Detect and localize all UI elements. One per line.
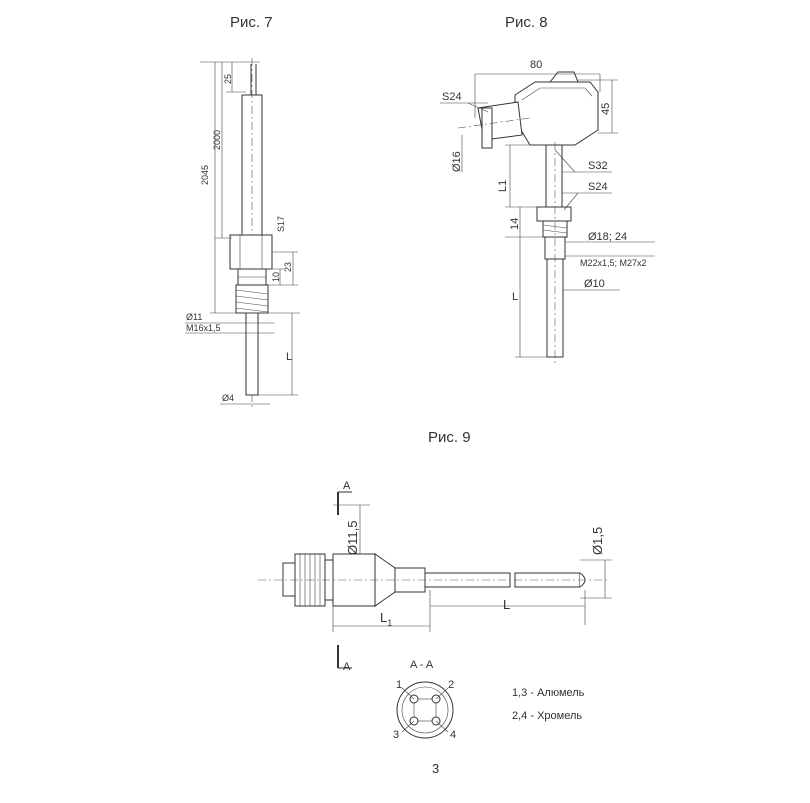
- fig9-legend-alumel: 1,3 - Алюмель: [512, 687, 585, 699]
- fig7-dim-d11: Ø11: [186, 312, 202, 322]
- fig8-caption: Рис. 8: [505, 14, 548, 31]
- fig7-dim-L: L: [286, 351, 292, 363]
- fig9-caption: Рис. 9: [428, 429, 471, 446]
- fig9-pin-4: 4: [450, 729, 456, 741]
- fig8-dim-d18: Ø18; 24: [588, 231, 627, 243]
- fig9-dim-L: L: [503, 597, 510, 612]
- fig8-dim-d16: Ø16: [451, 151, 463, 172]
- fig8-dim-thread: M22x1,5; M27x2: [580, 258, 647, 268]
- fig9-pin-1: 1: [396, 679, 402, 691]
- fig9-dim-d1-5: Ø1,5: [590, 527, 605, 555]
- fig8-dim-L1: L1: [497, 180, 509, 192]
- fig7-dim-25: 25: [223, 74, 233, 84]
- fig8-dim-45: 45: [600, 103, 612, 115]
- fig7-dim-thread: M16x1,5: [186, 323, 221, 333]
- fig7-dim-23: 23: [283, 262, 293, 272]
- fig9-dim-L1: L1: [380, 610, 392, 628]
- fig8-dim-80: 80: [530, 59, 542, 71]
- fig8-dim-L: L: [512, 291, 518, 303]
- figure-7: Рис. 7 25 2000 2045 S17: [185, 14, 300, 410]
- fig7-dim-2045: 2045: [200, 165, 210, 185]
- fig8-dim-s24: S24: [588, 181, 608, 193]
- fig8-dim-d10: Ø10: [584, 278, 605, 290]
- figure-9: Рис. 9 A A Ø11,5 Ø1,5 L1 L: [258, 429, 612, 741]
- fig7-dim-10: 10: [271, 272, 281, 282]
- fig7-dim-2000: 2000: [212, 130, 222, 150]
- fig9-dim-d11-5: Ø11,5: [345, 521, 360, 555]
- fig7-caption: Рис. 7: [230, 14, 273, 31]
- fig9-section-title: A - A: [410, 659, 434, 671]
- fig9-pin-3: 3: [393, 729, 399, 741]
- fig9-section-bottom: A: [343, 661, 351, 673]
- fig9-legend-chromel: 2,4 - Хромель: [512, 710, 582, 722]
- fig9-pin-2: 2: [448, 679, 454, 691]
- fig8-dim-s24-top: S24: [442, 91, 462, 103]
- fig7-dim-d4: Ø4: [222, 393, 234, 403]
- figure-8: Рис. 8 80 45 S24 Ø16 S32: [440, 14, 655, 365]
- fig7-dim-s17: S17: [276, 216, 286, 232]
- fig9-section-top: A: [343, 480, 351, 492]
- page-number: 3: [432, 761, 439, 776]
- fig8-dim-s32: S32: [588, 160, 608, 172]
- fig8-dim-14: 14: [509, 218, 521, 230]
